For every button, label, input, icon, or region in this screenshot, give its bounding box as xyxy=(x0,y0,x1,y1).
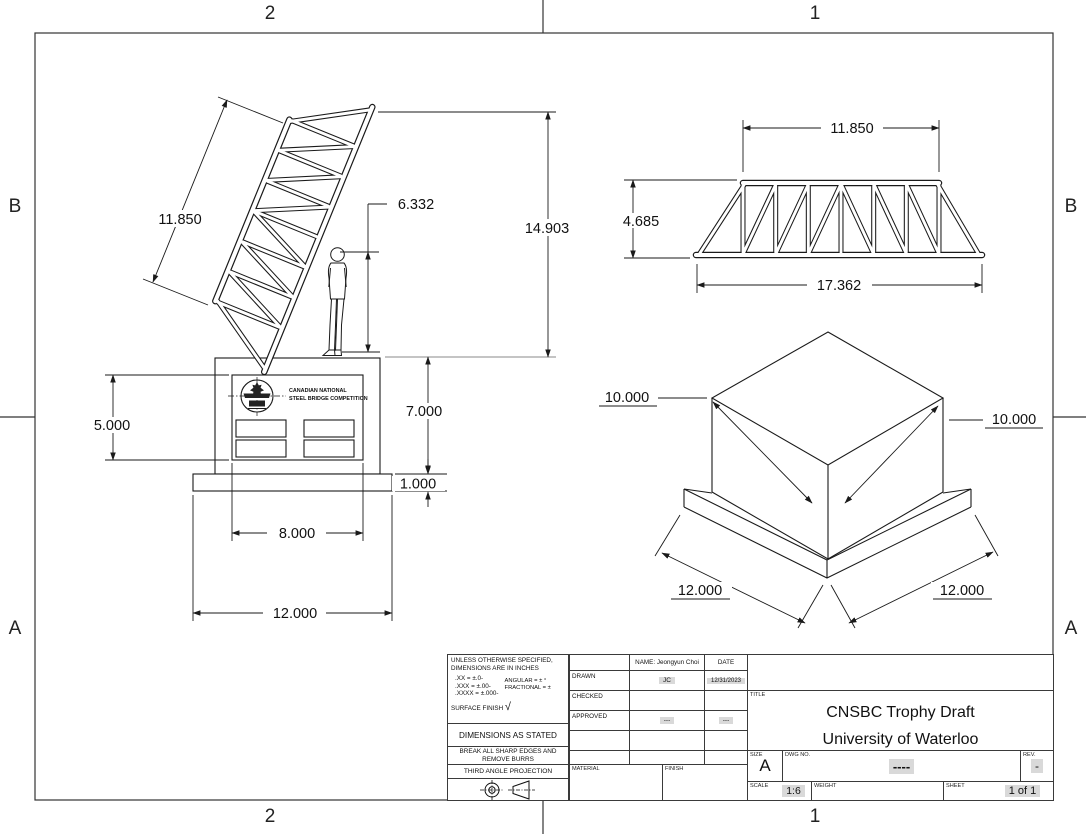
svg-text:14.903: 14.903 xyxy=(525,221,569,237)
dim-side-height: 4.685 xyxy=(613,179,737,259)
svg-text:5.000: 5.000 xyxy=(94,418,130,434)
deburr-note-cell: BREAK ALL SHARP EDGES AND REMOVE BURRS xyxy=(447,746,569,765)
dim-panel-width: 8.000 xyxy=(231,463,364,542)
svg-text:1.000: 1.000 xyxy=(400,477,436,493)
svg-text:12.000: 12.000 xyxy=(940,583,984,599)
checked-name-cell xyxy=(629,690,705,711)
iso-plinth xyxy=(683,488,972,579)
side-truss xyxy=(696,183,982,255)
date-header-cell: DATE xyxy=(704,654,748,671)
svg-text:10.000: 10.000 xyxy=(992,412,1036,428)
dim-base-height: 7.000 xyxy=(395,356,451,475)
dim-plinth-height: 1.000 xyxy=(392,459,447,507)
blank-row2-label xyxy=(569,750,630,765)
dim-iso-depth-right: 12.000 xyxy=(830,514,999,629)
dim-side-bottom-chord: 17.362 xyxy=(696,264,983,294)
approval-corner-cell xyxy=(569,654,630,671)
dimensions-as-stated-cell: DIMENSIONS AS STATED xyxy=(447,723,569,747)
tolerance-notes: UNLESS OTHERWISE SPECIFIED, DIMENSIONS A… xyxy=(447,654,569,724)
dim-iso-width-left: 10.000 xyxy=(597,389,813,504)
drawing-title: CNSBC Trophy Draft University of Waterlo… xyxy=(822,704,979,749)
svg-text:4.685: 4.685 xyxy=(623,214,659,230)
approved-name-cell: --- xyxy=(629,710,705,731)
front-view: CANADIAN NATIONAL STEEL BRIDGE COMPETITI… xyxy=(86,80,579,622)
checked-label-cell: CHECKED xyxy=(569,690,630,711)
dim-front-truss-length: 11.850 xyxy=(142,96,284,306)
zone-label-top-right: 1 xyxy=(809,3,821,24)
iso-box-top xyxy=(710,331,945,466)
svg-text:10.000: 10.000 xyxy=(605,390,649,406)
zone-label-right-lower: A xyxy=(1064,618,1078,639)
rev-cell: REV. - xyxy=(1020,750,1054,782)
zone-label-bottom-right: 1 xyxy=(809,806,821,827)
projection-label-cell: THIRD ANGLE PROJECTION xyxy=(447,764,569,779)
svg-text:6.332: 6.332 xyxy=(398,197,434,213)
name-header-cell: NAME: Jeongyun Choi xyxy=(629,654,705,671)
dim-side-top-chord: 11.850 xyxy=(742,120,940,172)
drawn-label-cell: DRAWN xyxy=(569,670,630,691)
angular-tolerances: ANGULAR = ± ° FRACTIONAL = ± xyxy=(504,677,551,691)
blank-row1-name xyxy=(629,730,705,751)
projection-symbol-cell xyxy=(447,778,569,801)
weight-cell: WEIGHT xyxy=(811,781,944,801)
blank-row1-label xyxy=(569,730,630,751)
zone-label-bottom-left: 2 xyxy=(264,806,276,827)
svg-text:17.362: 17.362 xyxy=(817,278,861,294)
spec-note: UNLESS OTHERWISE SPECIFIED, DIMENSIONS A… xyxy=(451,657,553,672)
side-view: 11.850 4.685 17.362 xyxy=(613,120,982,294)
drawn-date-cell: 12/31/2023 xyxy=(704,670,748,691)
approved-label-cell: APPROVED xyxy=(569,710,630,731)
logo-caption-line1: CANADIAN NATIONAL xyxy=(289,388,347,394)
tolerance-values: .XX = ±.0- .XXX = ±.00- .XXXX = ±.000- xyxy=(455,674,499,698)
drawn-name-cell: JC xyxy=(629,670,705,691)
zone-label-left-upper: B xyxy=(8,196,22,217)
dim-figure-height: 6.332 xyxy=(340,196,443,353)
sheet-cell: SHEET 1 of 1 xyxy=(943,781,1054,801)
blank-row1-date xyxy=(704,730,748,751)
dim-plinth-width: 12.000 xyxy=(192,495,393,622)
dim-iso-width-right: 10.000 xyxy=(844,405,1045,504)
person-figure xyxy=(321,247,348,356)
cnsbc-logo-icon xyxy=(228,377,286,416)
scale-cell: SCALE 1:6 xyxy=(747,781,812,801)
svg-text:12.000: 12.000 xyxy=(273,606,317,622)
title-cell: TITLE CNSBC Trophy Draft University of W… xyxy=(747,690,1054,751)
surface-finish-icon: √ xyxy=(504,701,511,714)
approved-date-cell: --- xyxy=(704,710,748,731)
iso-view: 10.000 10.000 12.000 12.0 xyxy=(597,331,1045,629)
title-block: UNLESS OTHERWISE SPECIFIED, DIMENSIONS A… xyxy=(447,654,1054,801)
zone-label-right-upper: B xyxy=(1064,196,1078,217)
front-truss xyxy=(198,80,373,372)
svg-text:8.000: 8.000 xyxy=(279,526,315,542)
dim-panel-height: 5.000 xyxy=(86,374,229,461)
logo-caption-line2: STEEL BRIDGE COMPETITION xyxy=(289,396,368,402)
third-angle-projection-icon xyxy=(480,779,535,800)
finish-cell: FINISH xyxy=(662,764,748,801)
dwg-no-cell: DWG NO. ---- xyxy=(782,750,1021,782)
surface-finish-note: SURFACE FINISH √ xyxy=(451,701,511,714)
dim-overall-height: 14.903 xyxy=(378,111,579,358)
size-cell: SIZE A xyxy=(747,750,783,782)
svg-text:7.000: 7.000 xyxy=(406,404,442,420)
zone-label-top-left: 2 xyxy=(264,3,276,24)
plinth xyxy=(192,473,393,492)
blank-row2-name xyxy=(629,750,705,765)
dim-iso-depth-left: 12.000 xyxy=(654,514,824,629)
upper-blank-cell xyxy=(747,654,1054,691)
svg-text:11.850: 11.850 xyxy=(158,212,201,228)
svg-text:12.000: 12.000 xyxy=(678,583,722,599)
plaques xyxy=(235,419,355,458)
svg-text:11.850: 11.850 xyxy=(830,121,873,137)
checked-date-cell xyxy=(704,690,748,711)
blank-row2-date xyxy=(704,750,748,765)
zone-label-left-lower: A xyxy=(8,618,22,639)
material-cell: MATERIAL xyxy=(569,764,663,801)
